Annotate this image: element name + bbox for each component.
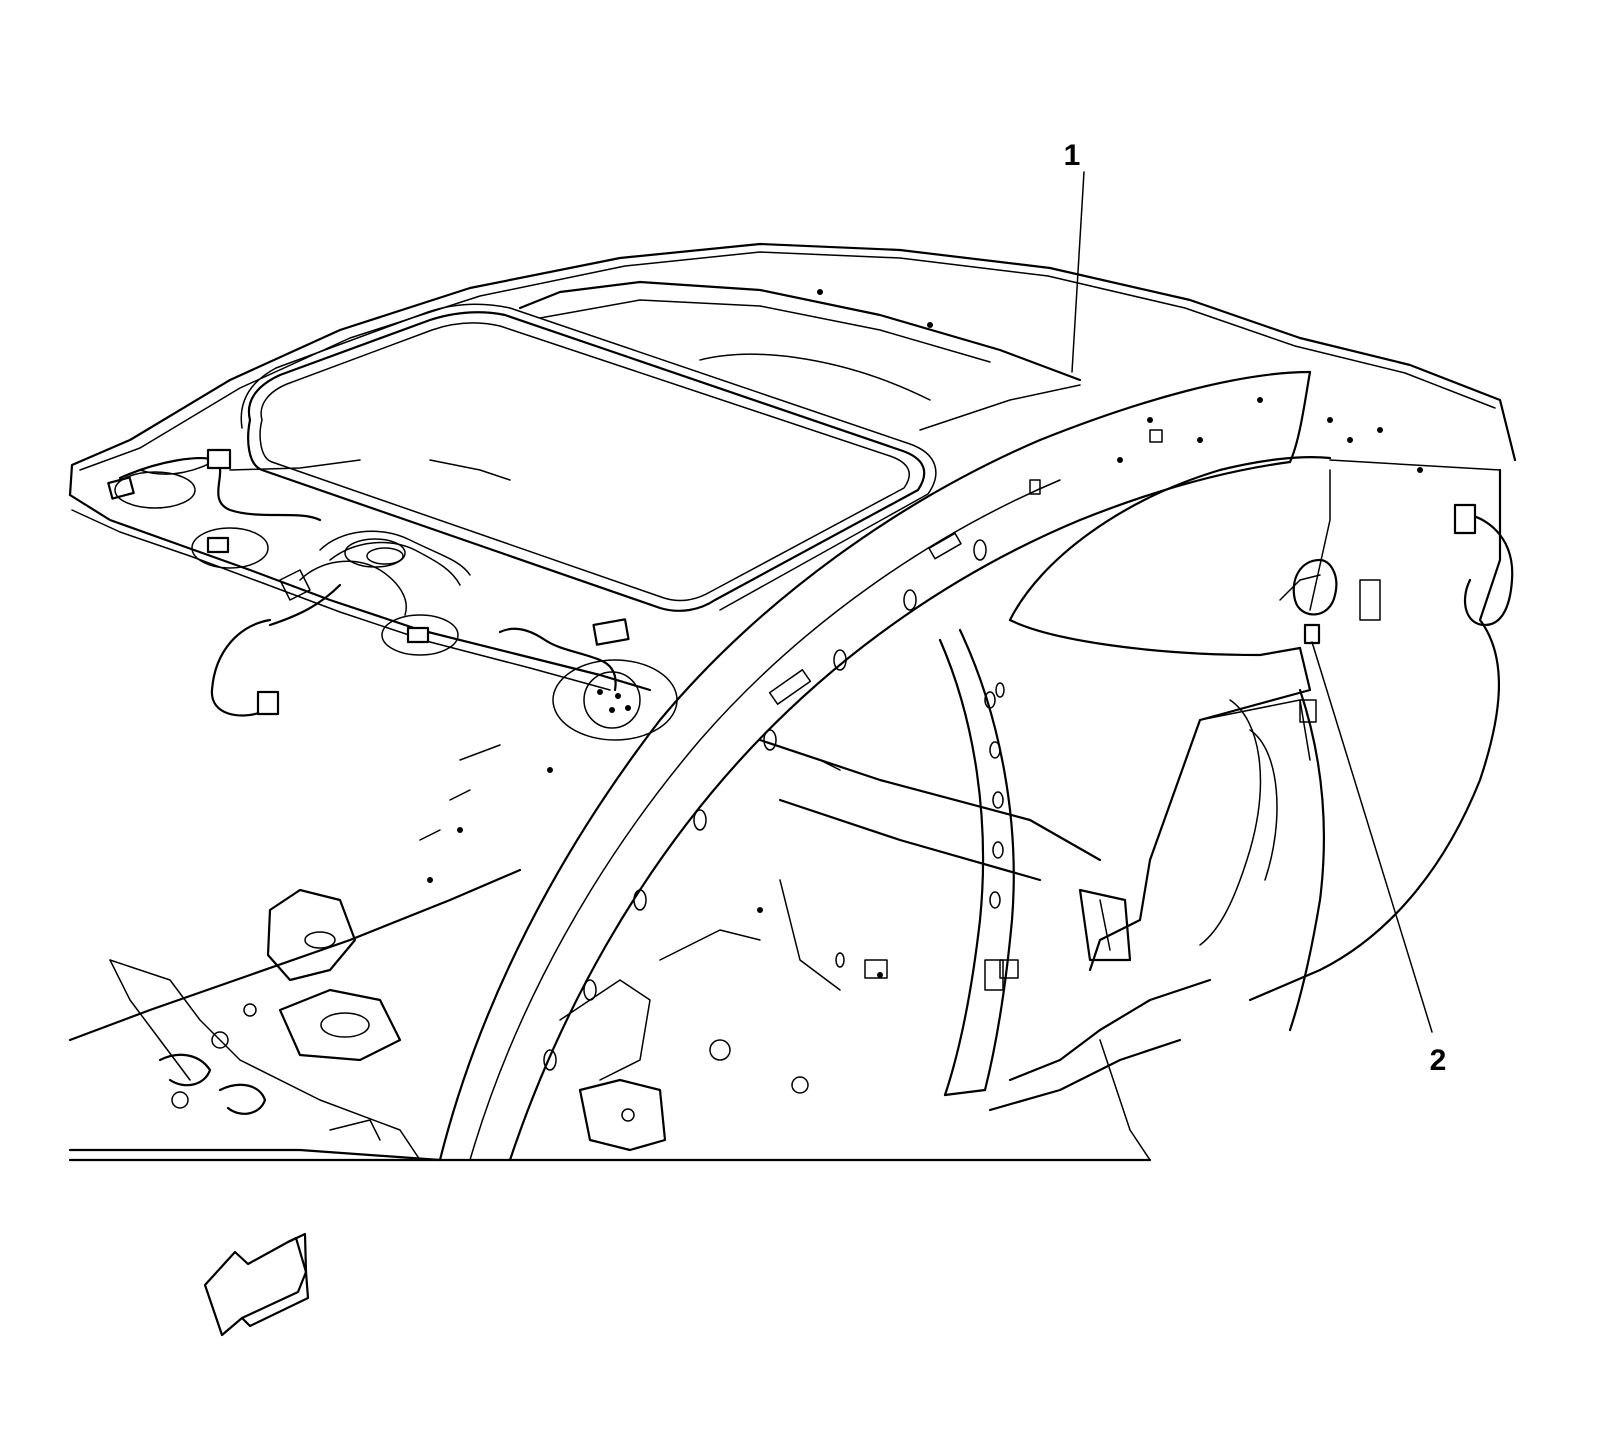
roof-mounting-pads: [114, 471, 678, 741]
callout-2-label: 2: [1430, 1044, 1447, 1077]
rear-quarter-structure: [1008, 456, 1502, 1032]
detail-marks: [419, 289, 1423, 979]
callout-2: 2: [1311, 641, 1447, 1077]
roof-wiring-harness: [107, 448, 630, 717]
connector-callout-2: [1303, 623, 1321, 645]
callout-1: 1: [1064, 139, 1085, 373]
front-direction-arrow-icon: [203, 1232, 310, 1337]
center-pillar: [938, 628, 1015, 1097]
side-roof-rail-pillar: [438, 370, 1312, 1162]
roof-panel: [68, 242, 1517, 692]
floor-structure: [68, 738, 1212, 1162]
rear-wiring-harness: [1292, 503, 1514, 645]
sunroof-glass-panel: [240, 280, 1082, 612]
callout-1-label: 1: [1064, 139, 1081, 172]
